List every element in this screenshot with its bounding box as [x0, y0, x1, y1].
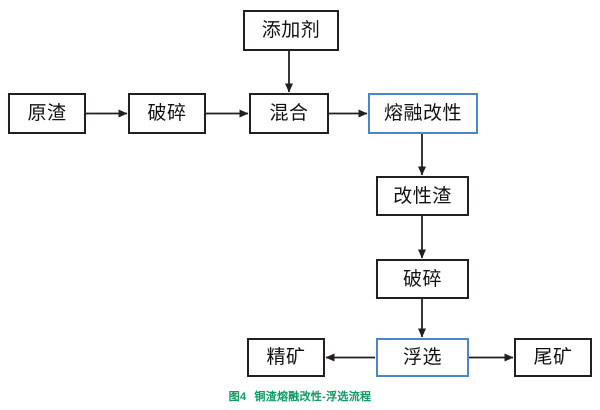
- node-flotation[interactable]: 浮选: [376, 338, 469, 377]
- node-mixing[interactable]: 混合: [249, 93, 329, 134]
- figure-caption: 图4 铜渣熔融改性-浮选流程: [0, 388, 600, 404]
- node-concentrate[interactable]: 精矿: [247, 338, 325, 377]
- figure-caption-title: 铜渣熔融改性-浮选流程: [254, 391, 372, 403]
- node-crushing-2[interactable]: 破碎: [376, 259, 469, 299]
- node-tailings[interactable]: 尾矿: [514, 338, 592, 377]
- node-raw-slag[interactable]: 原渣: [8, 93, 86, 134]
- node-melt-modifying[interactable]: 熔融改性: [368, 93, 478, 134]
- figure-caption-number: 图4: [228, 391, 247, 403]
- node-additive[interactable]: 添加剂: [243, 10, 339, 51]
- node-crushing-1[interactable]: 破碎: [128, 93, 206, 134]
- node-modified-slag[interactable]: 改性渣: [376, 176, 469, 216]
